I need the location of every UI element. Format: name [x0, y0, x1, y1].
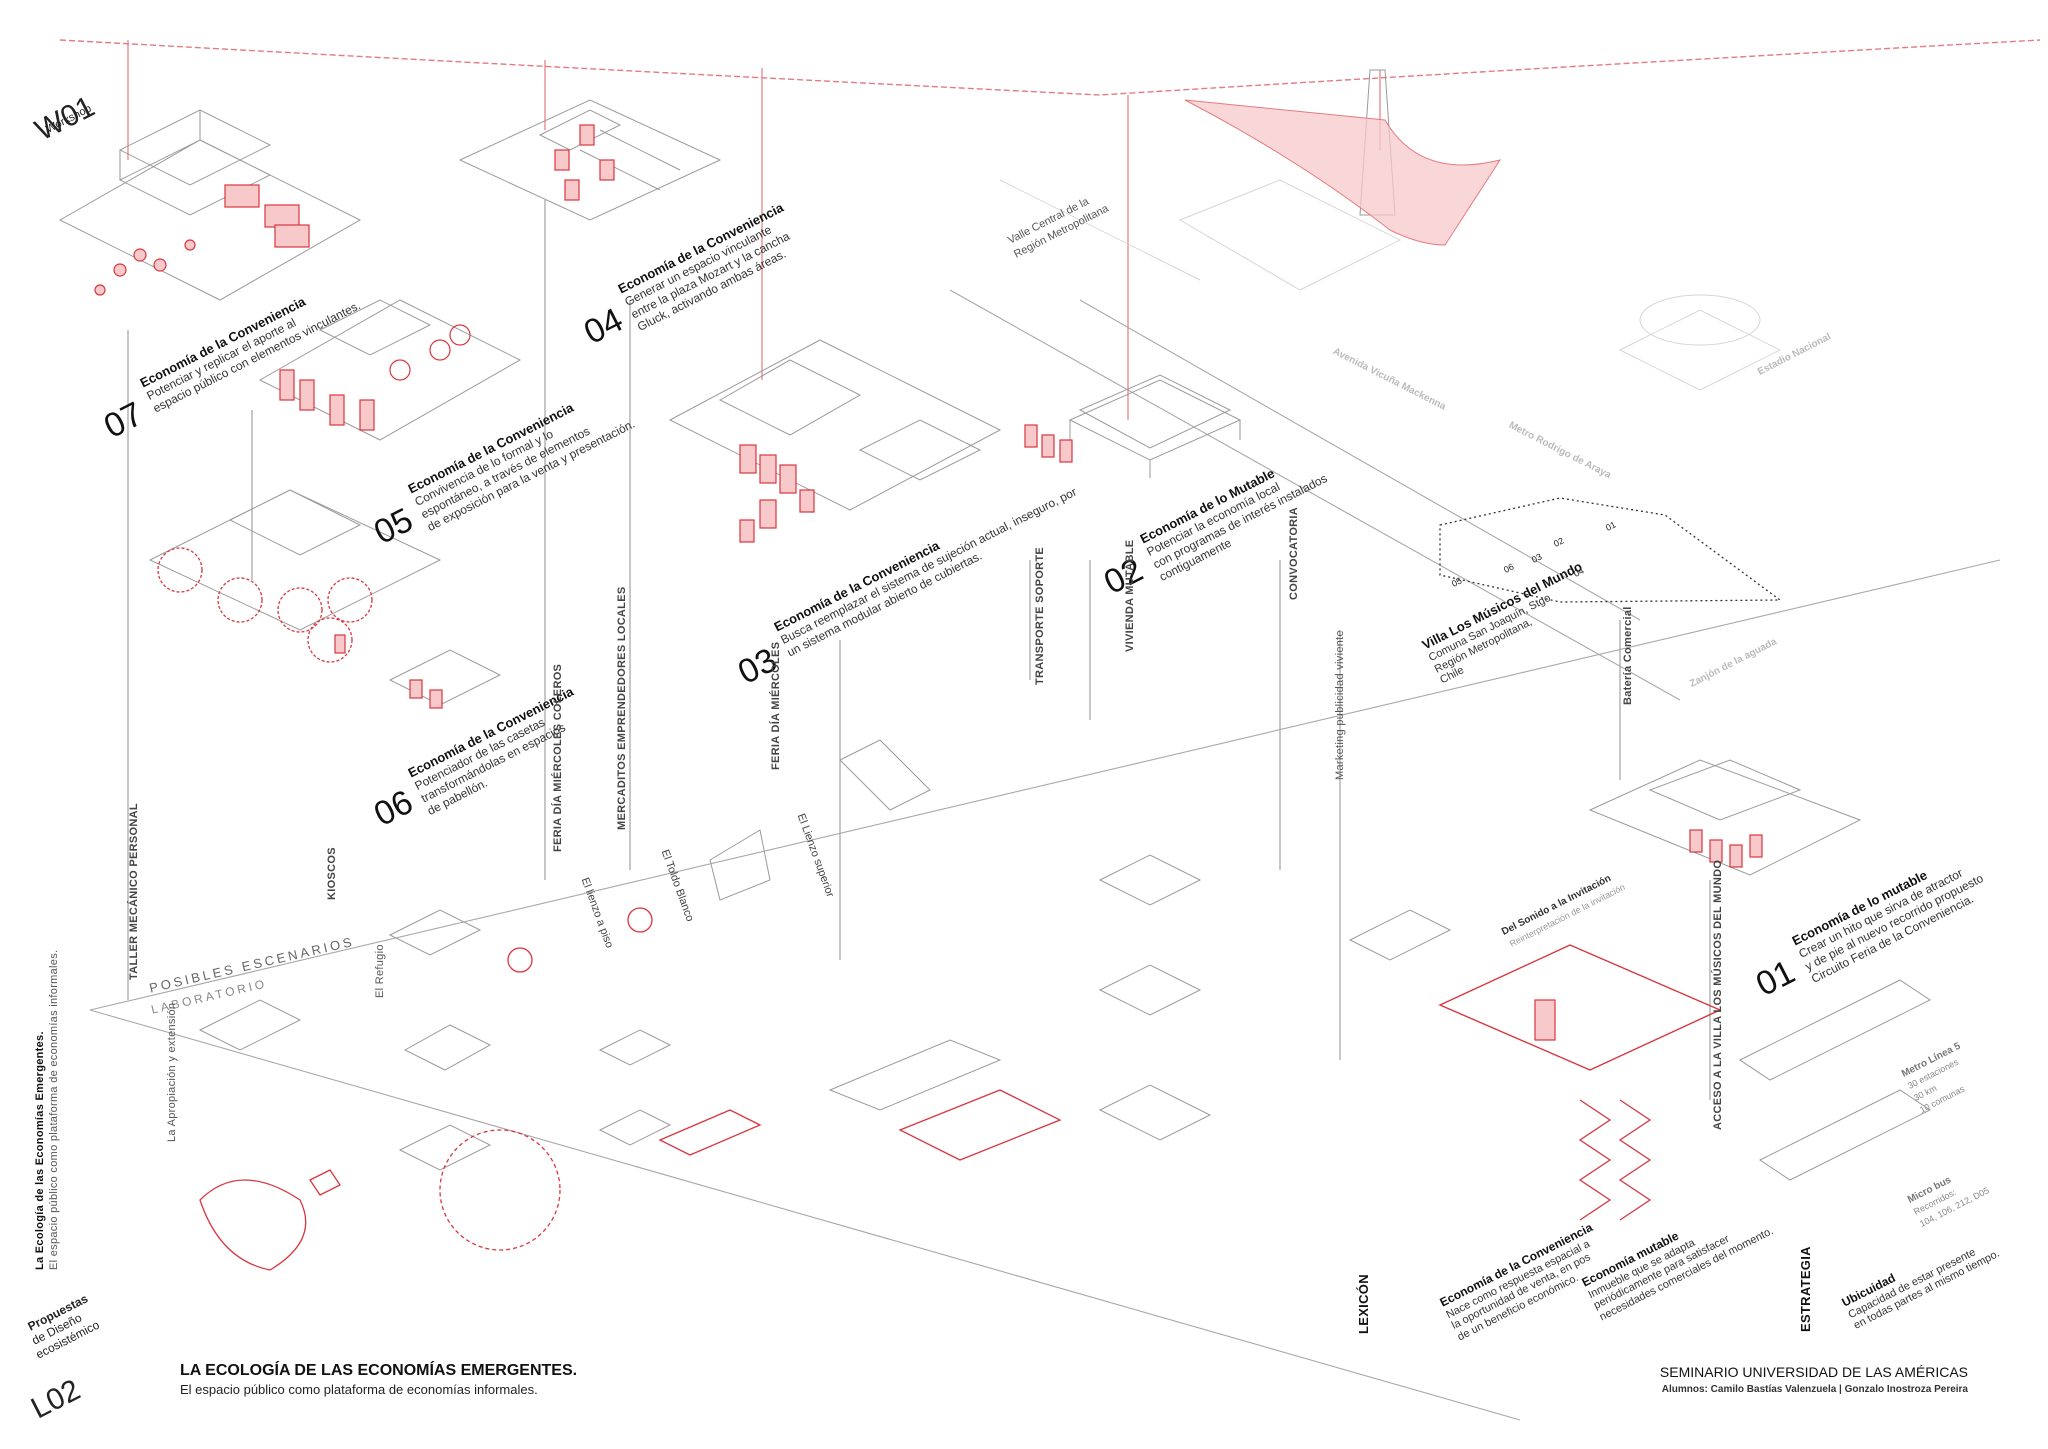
category-taller: TALLER MECÁNICO PERSONAL — [128, 803, 140, 980]
side-note-text: El espacio público como plataforma de ec… — [48, 949, 60, 1270]
block-04 — [458, 99, 722, 221]
category-convocatoria: CONVOCATORIA — [1288, 506, 1300, 600]
category-marketing: Marketing publicidad viviente — [1334, 630, 1346, 780]
block-06-red — [157, 547, 373, 663]
red-stage — [1438, 944, 1722, 1071]
category-feria: FERIA DÍA MIÉRCOLES — [770, 641, 782, 770]
red-totem — [1578, 1099, 1652, 1221]
footer-students: Alumnos: Camilo Bastías Valenzuela | Gon… — [1661, 1384, 1968, 1395]
ground-axes — [89, 289, 2001, 1421]
red-canopy — [1184, 99, 1502, 246]
block-01 — [1588, 759, 1862, 876]
context-ghost — [999, 179, 1782, 391]
element-apropiacion: La Apropiación y extensión — [166, 1002, 178, 1142]
category-transporte: TRANSPORTE SOPORTE — [1034, 546, 1046, 685]
footer-seminar: SEMINARIO UNIVERSIDAD DE LAS AMÉRICAS — [1659, 1364, 1968, 1380]
villa-boundary — [1439, 497, 1782, 603]
block-03-red — [739, 444, 815, 543]
block-07-red — [94, 184, 310, 296]
block-02 — [1068, 374, 1242, 478]
lab-objects-grey — [198, 739, 1931, 1181]
category-feria-coleros: FERIA DÍA MIÉRCOLES COLEROS — [552, 663, 564, 852]
category-vivienda: VIVIENDA MUTABLE — [1124, 539, 1136, 652]
block-06 — [148, 489, 502, 706]
block-03 — [668, 339, 1002, 511]
red-catenary — [59, 39, 2041, 96]
strategy-heading: ESTRATEGIA — [1798, 1246, 1813, 1332]
footer-subtitle: El espacio público como plataforma de ec… — [180, 1382, 538, 1397]
block-07 — [58, 109, 362, 301]
element-refugio: El Refugio — [374, 944, 386, 998]
block-05-red — [279, 324, 471, 431]
block-02-red — [1024, 424, 1073, 463]
red-speaker — [1534, 999, 1556, 1041]
lexicon-heading: LEXICÓN — [1356, 1274, 1371, 1334]
block-01-red — [1689, 829, 1763, 868]
side-note-title: La Ecología de las Economías Emergentes. — [34, 1031, 46, 1270]
block-06-red-posts — [334, 634, 443, 709]
category-acceso: ACCESO A LA VILLA LOS MÚSICOS DEL MUNDO — [1712, 859, 1724, 1130]
footer-title: LA ECOLOGÍA DE LAS ECONOMÍAS EMERGENTES. — [180, 1362, 578, 1379]
category-bateria: Batería Comercial — [1622, 606, 1634, 705]
leader-lines — [127, 200, 1711, 1100]
block-04-red — [554, 124, 615, 201]
category-mercaditos: MERCADITOS EMPRENDEDORES LOCALES — [616, 586, 628, 830]
red-threads — [127, 40, 1381, 420]
category-kioscos: KIOSCOS — [326, 847, 338, 900]
lab-objects-red — [199, 907, 1062, 1271]
